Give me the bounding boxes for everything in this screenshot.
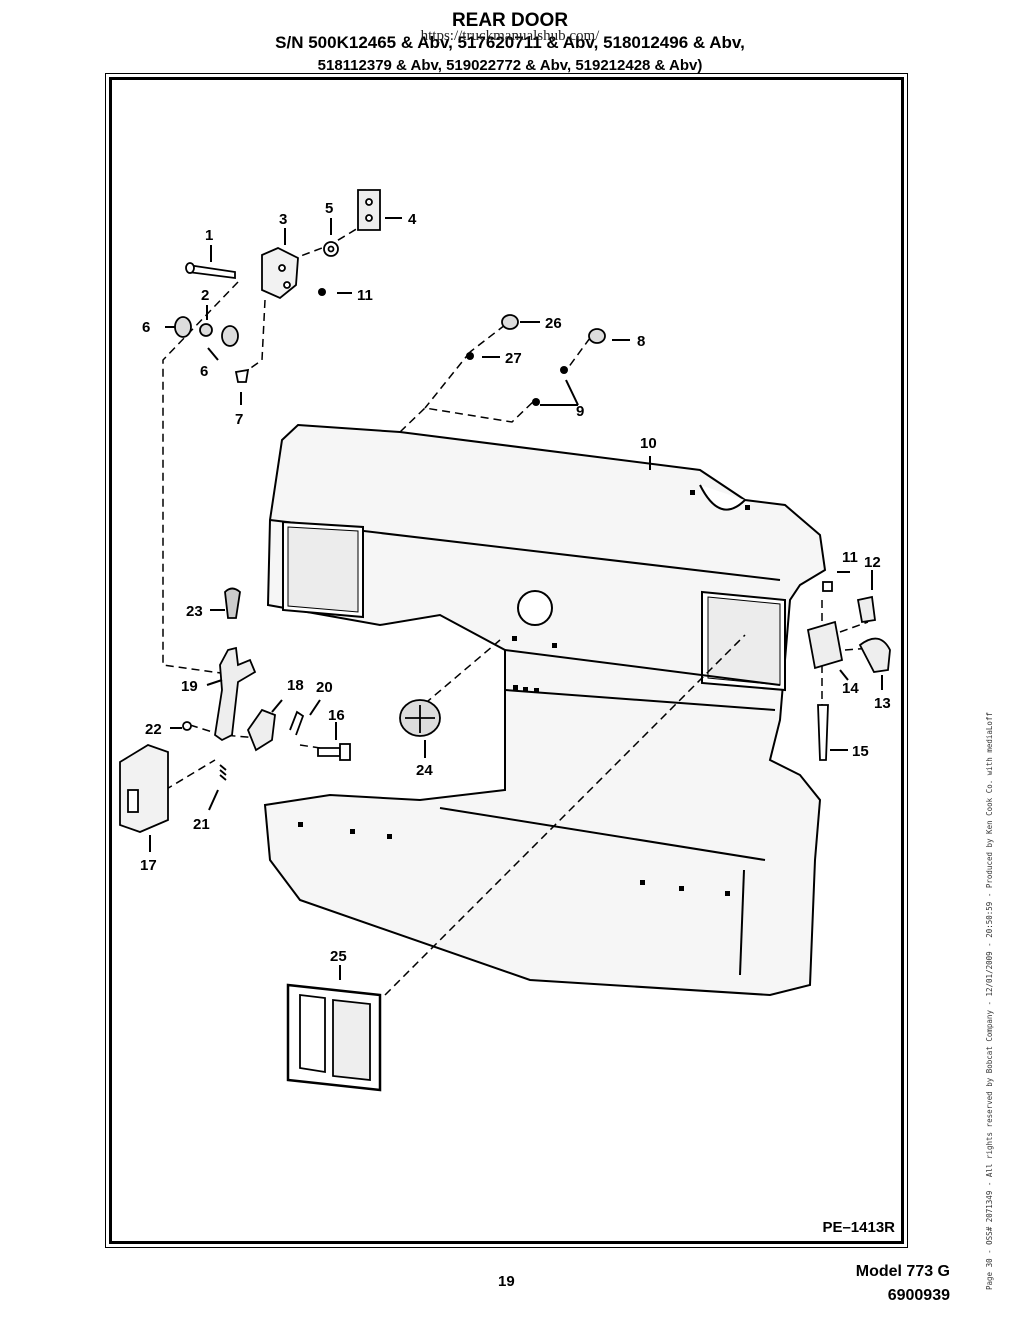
- callout-22: 22: [145, 721, 162, 738]
- callout-16: 16: [328, 707, 345, 724]
- callout-3: 3: [279, 211, 287, 228]
- callout-14: 14: [842, 680, 859, 697]
- callout-6b: 6: [200, 363, 208, 380]
- callout-24: 24: [416, 762, 433, 779]
- callout-19: 19: [181, 678, 198, 695]
- callout-26: 26: [545, 315, 562, 332]
- serial-range-line-2: 518112379 & Abv, 519022772 & Abv, 519212…: [317, 57, 703, 74]
- callout-27: 27: [505, 350, 522, 367]
- callout-20: 20: [316, 679, 333, 696]
- callout-25: 25: [330, 948, 347, 965]
- callout-18: 18: [287, 677, 304, 694]
- rear-door-panel: [263, 423, 827, 997]
- callout-10: 10: [640, 435, 657, 452]
- illustration-frame-outer: [105, 73, 908, 1248]
- fasteners-black: [318, 288, 568, 406]
- panel-holes: [298, 490, 750, 896]
- callout-23: 23: [186, 603, 203, 620]
- page-title: REAR DOOR: [451, 10, 569, 31]
- callout-9: 9: [576, 403, 584, 420]
- callout-5: 5: [325, 200, 333, 217]
- serial-range-line-1: S/N 500K12465 & Abv, 517620711 & Abv, 51…: [275, 33, 745, 52]
- illustration-frame: [109, 77, 904, 1244]
- callout-12: 12: [864, 554, 881, 571]
- copyright-side-note: Page 30 - OSS# 2071349 - All rights rese…: [985, 712, 994, 1290]
- callout-7: 7: [235, 411, 243, 428]
- callout-11: 11: [357, 287, 373, 304]
- callout-21: 21: [193, 816, 210, 833]
- model-name: Model 773 G: [855, 1263, 950, 1280]
- callout-labels: 1 2 3 4 5 6 6 7 8 9 10 11 11 12 13 14 15…: [140, 200, 891, 965]
- plate-id: PE–1413R: [822, 1219, 895, 1236]
- callout-ticks: [149, 217, 883, 980]
- callout-15: 15: [852, 743, 869, 760]
- callout-8: 8: [637, 333, 645, 350]
- callout-6: 6: [142, 319, 150, 336]
- manual-part-number: 6900939: [887, 1287, 950, 1304]
- callout-1: 1: [205, 227, 213, 244]
- callout-4: 4: [408, 211, 417, 228]
- page-number: 19: [498, 1273, 515, 1290]
- small-parts: [119, 189, 891, 1092]
- callout-11b: 11: [842, 549, 858, 566]
- watermark-url: https://truckmanualshub.com/: [420, 28, 600, 44]
- callout-13: 13: [874, 695, 891, 712]
- callout-17: 17: [140, 857, 157, 874]
- callout-2: 2: [201, 287, 209, 304]
